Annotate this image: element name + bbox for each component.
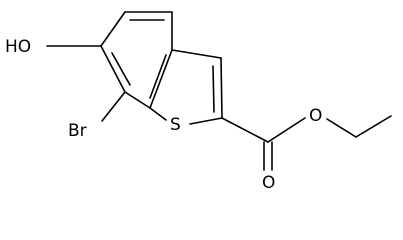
bond-c2-s1 — [189, 117, 223, 125]
sulfur-label: S — [170, 115, 181, 135]
bond-c2-carbonyl — [221, 117, 269, 143]
carbonyl-oxygen-label: O — [262, 173, 275, 193]
bond-carbonyl-ester-o — [267, 117, 306, 143]
chemical-structure-diagram: HO Br S O O — [5, 11, 392, 193]
bond-ester-o-ch2 — [326, 118, 357, 138]
bond-c6-c7-inner — [111, 52, 131, 86]
ester-oxygen-label: O — [309, 106, 322, 126]
bond-c7a-c3a-inner — [149, 54, 167, 99]
bond-c7-c7a — [124, 91, 151, 109]
bond-c7-br — [101, 91, 126, 122]
hydroxyl-label: HO — [5, 37, 31, 57]
bond-c3-c2-b — [212, 65, 215, 113]
bond-c5-c6 — [100, 11, 126, 47]
bond-c3a-c3 — [171, 49, 222, 59]
bromine-label: Br — [68, 121, 87, 141]
bond-c7a-c3a — [149, 49, 173, 109]
bond-ch2-ch3 — [355, 115, 392, 138]
bond-s1-c7a — [149, 107, 167, 121]
bond-c3-c2-a — [220, 57, 223, 119]
bond-c6-c7 — [100, 45, 126, 93]
